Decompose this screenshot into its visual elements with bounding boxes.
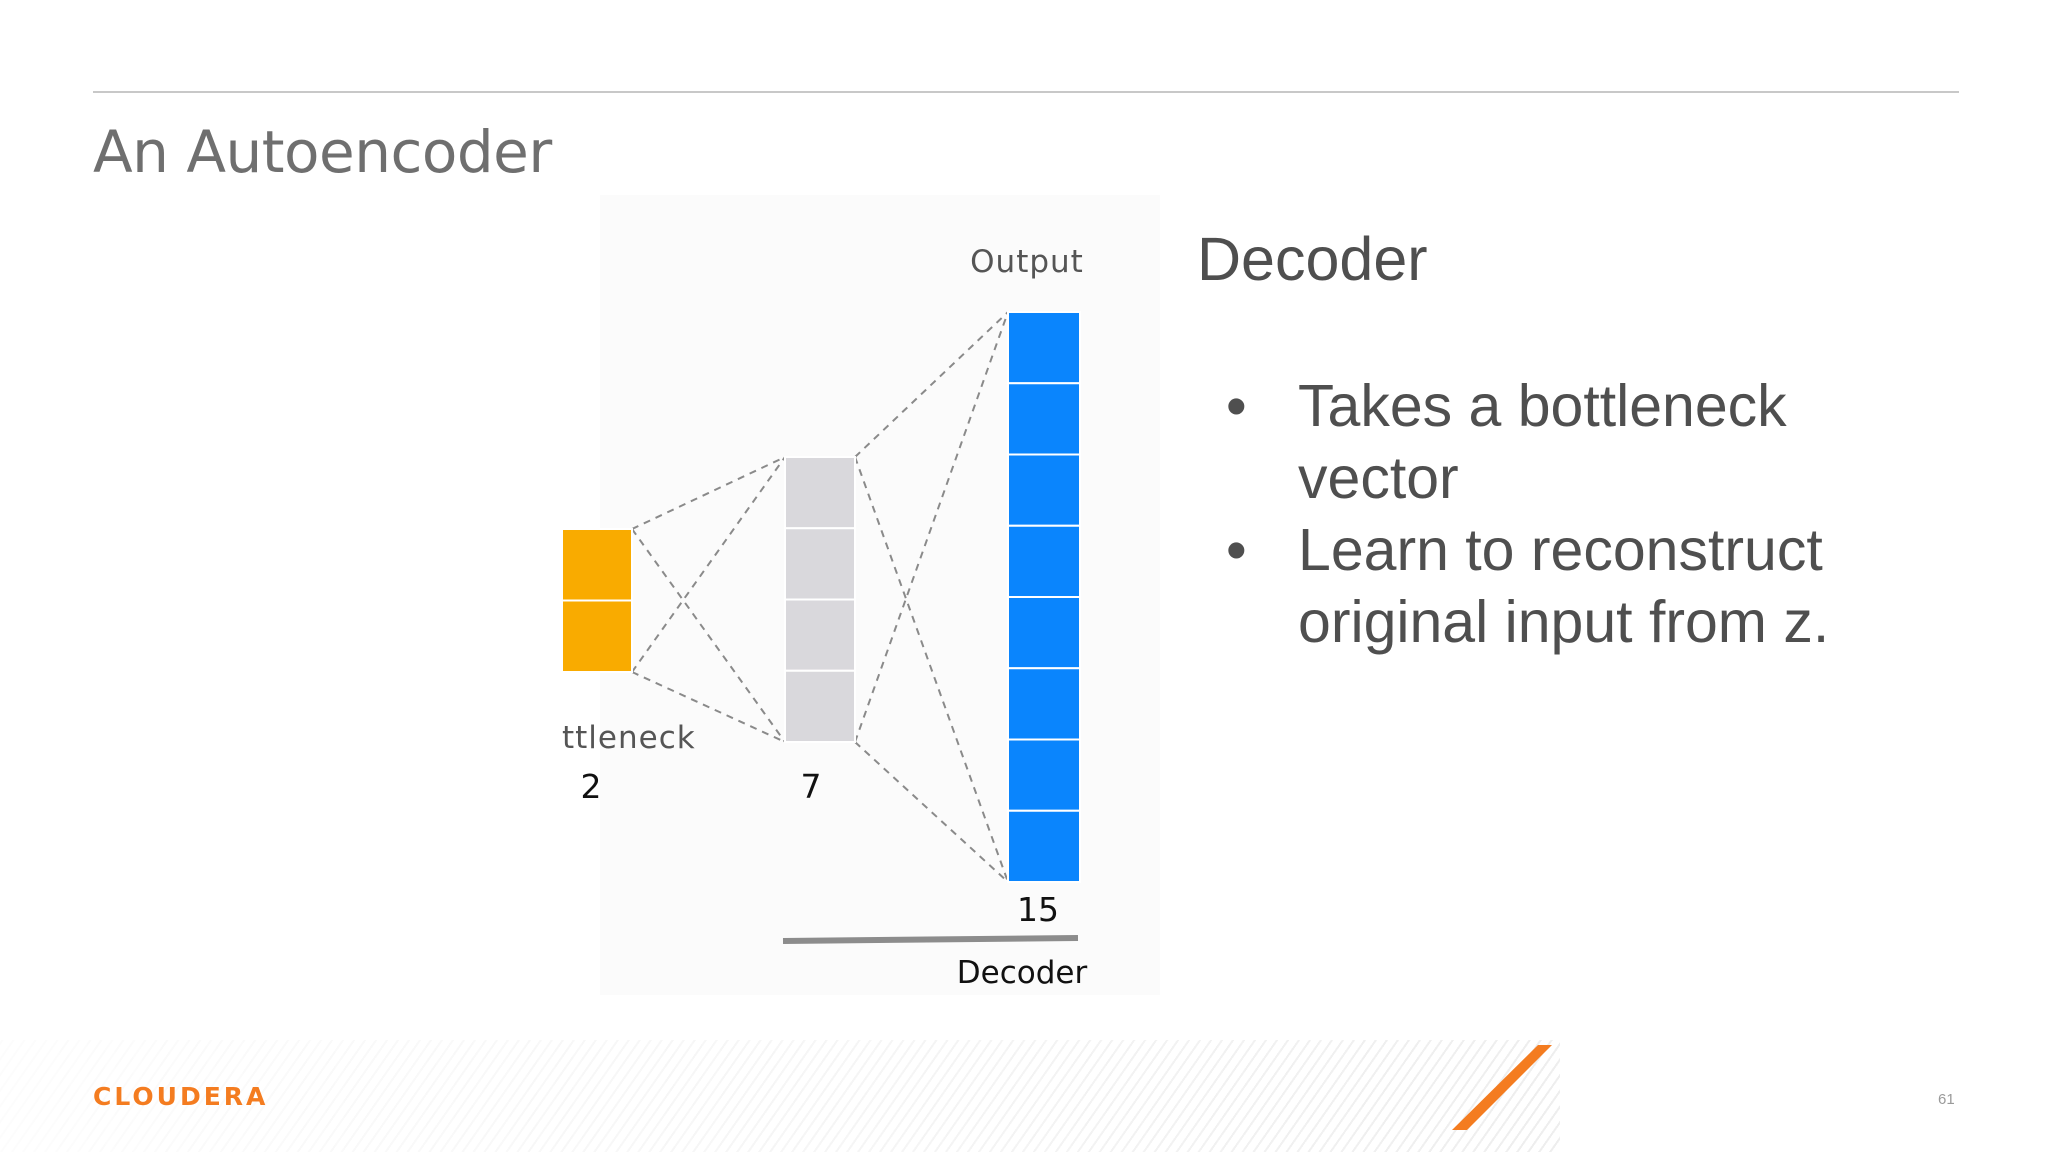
- footer-stripes: [0, 1040, 1560, 1152]
- layer-size-hidden: 7: [801, 767, 822, 806]
- connection-line: [631, 528, 786, 743]
- connection-line: [854, 311, 1009, 458]
- decoder-bracket: [782, 935, 1079, 944]
- bullet-item: • Takes a bottleneck vector: [1226, 370, 1858, 514]
- connection-line: [631, 456, 786, 673]
- bullet-item: • Learn to reconstruct original input fr…: [1226, 514, 1858, 658]
- output-unit: [1007, 453, 1081, 527]
- bottleneck-label: ttleneck: [562, 720, 696, 756]
- decoder-label: Decoder: [957, 955, 1088, 991]
- bullet-dot: •: [1226, 373, 1247, 439]
- title-divider: [93, 91, 1959, 93]
- orange-accent-stripe: [1452, 1045, 1552, 1130]
- connection-line: [631, 671, 786, 743]
- slide-title: An Autoencoder: [93, 118, 552, 186]
- bottleneck-unit: [561, 528, 633, 602]
- cloudera-logo: CLOUDERA: [93, 1082, 269, 1111]
- connection-line: [854, 456, 1009, 883]
- hidden-unit: [784, 598, 856, 672]
- layer-connections: [631, 311, 1009, 883]
- output-label: Output: [970, 244, 1084, 280]
- bullet-text: Learn to reconstruct original input from…: [1298, 517, 1830, 655]
- bottleneck-unit: [561, 599, 633, 673]
- layer-blocks: [561, 311, 1081, 883]
- bullet-list: • Takes a bottleneck vector • Learn to r…: [1226, 370, 1858, 658]
- output-unit: [1007, 667, 1081, 741]
- panel-heading: Decoder: [1197, 225, 1428, 293]
- output-unit: [1007, 524, 1081, 598]
- output-unit: [1007, 596, 1081, 670]
- connection-line: [854, 311, 1009, 743]
- hidden-unit: [784, 456, 856, 530]
- connection-line: [631, 456, 786, 530]
- layer-size-output: 15: [1017, 890, 1059, 929]
- layer-size-bottleneck: 2: [581, 767, 602, 806]
- bullet-dot: •: [1226, 517, 1247, 583]
- hidden-unit: [784, 669, 856, 743]
- output-unit: [1007, 809, 1081, 883]
- connection-line: [854, 741, 1009, 883]
- bullet-text: Takes a bottleneck vector: [1298, 373, 1787, 511]
- output-unit: [1007, 738, 1081, 812]
- page-number: 61: [1938, 1091, 1955, 1108]
- hidden-unit: [784, 527, 856, 601]
